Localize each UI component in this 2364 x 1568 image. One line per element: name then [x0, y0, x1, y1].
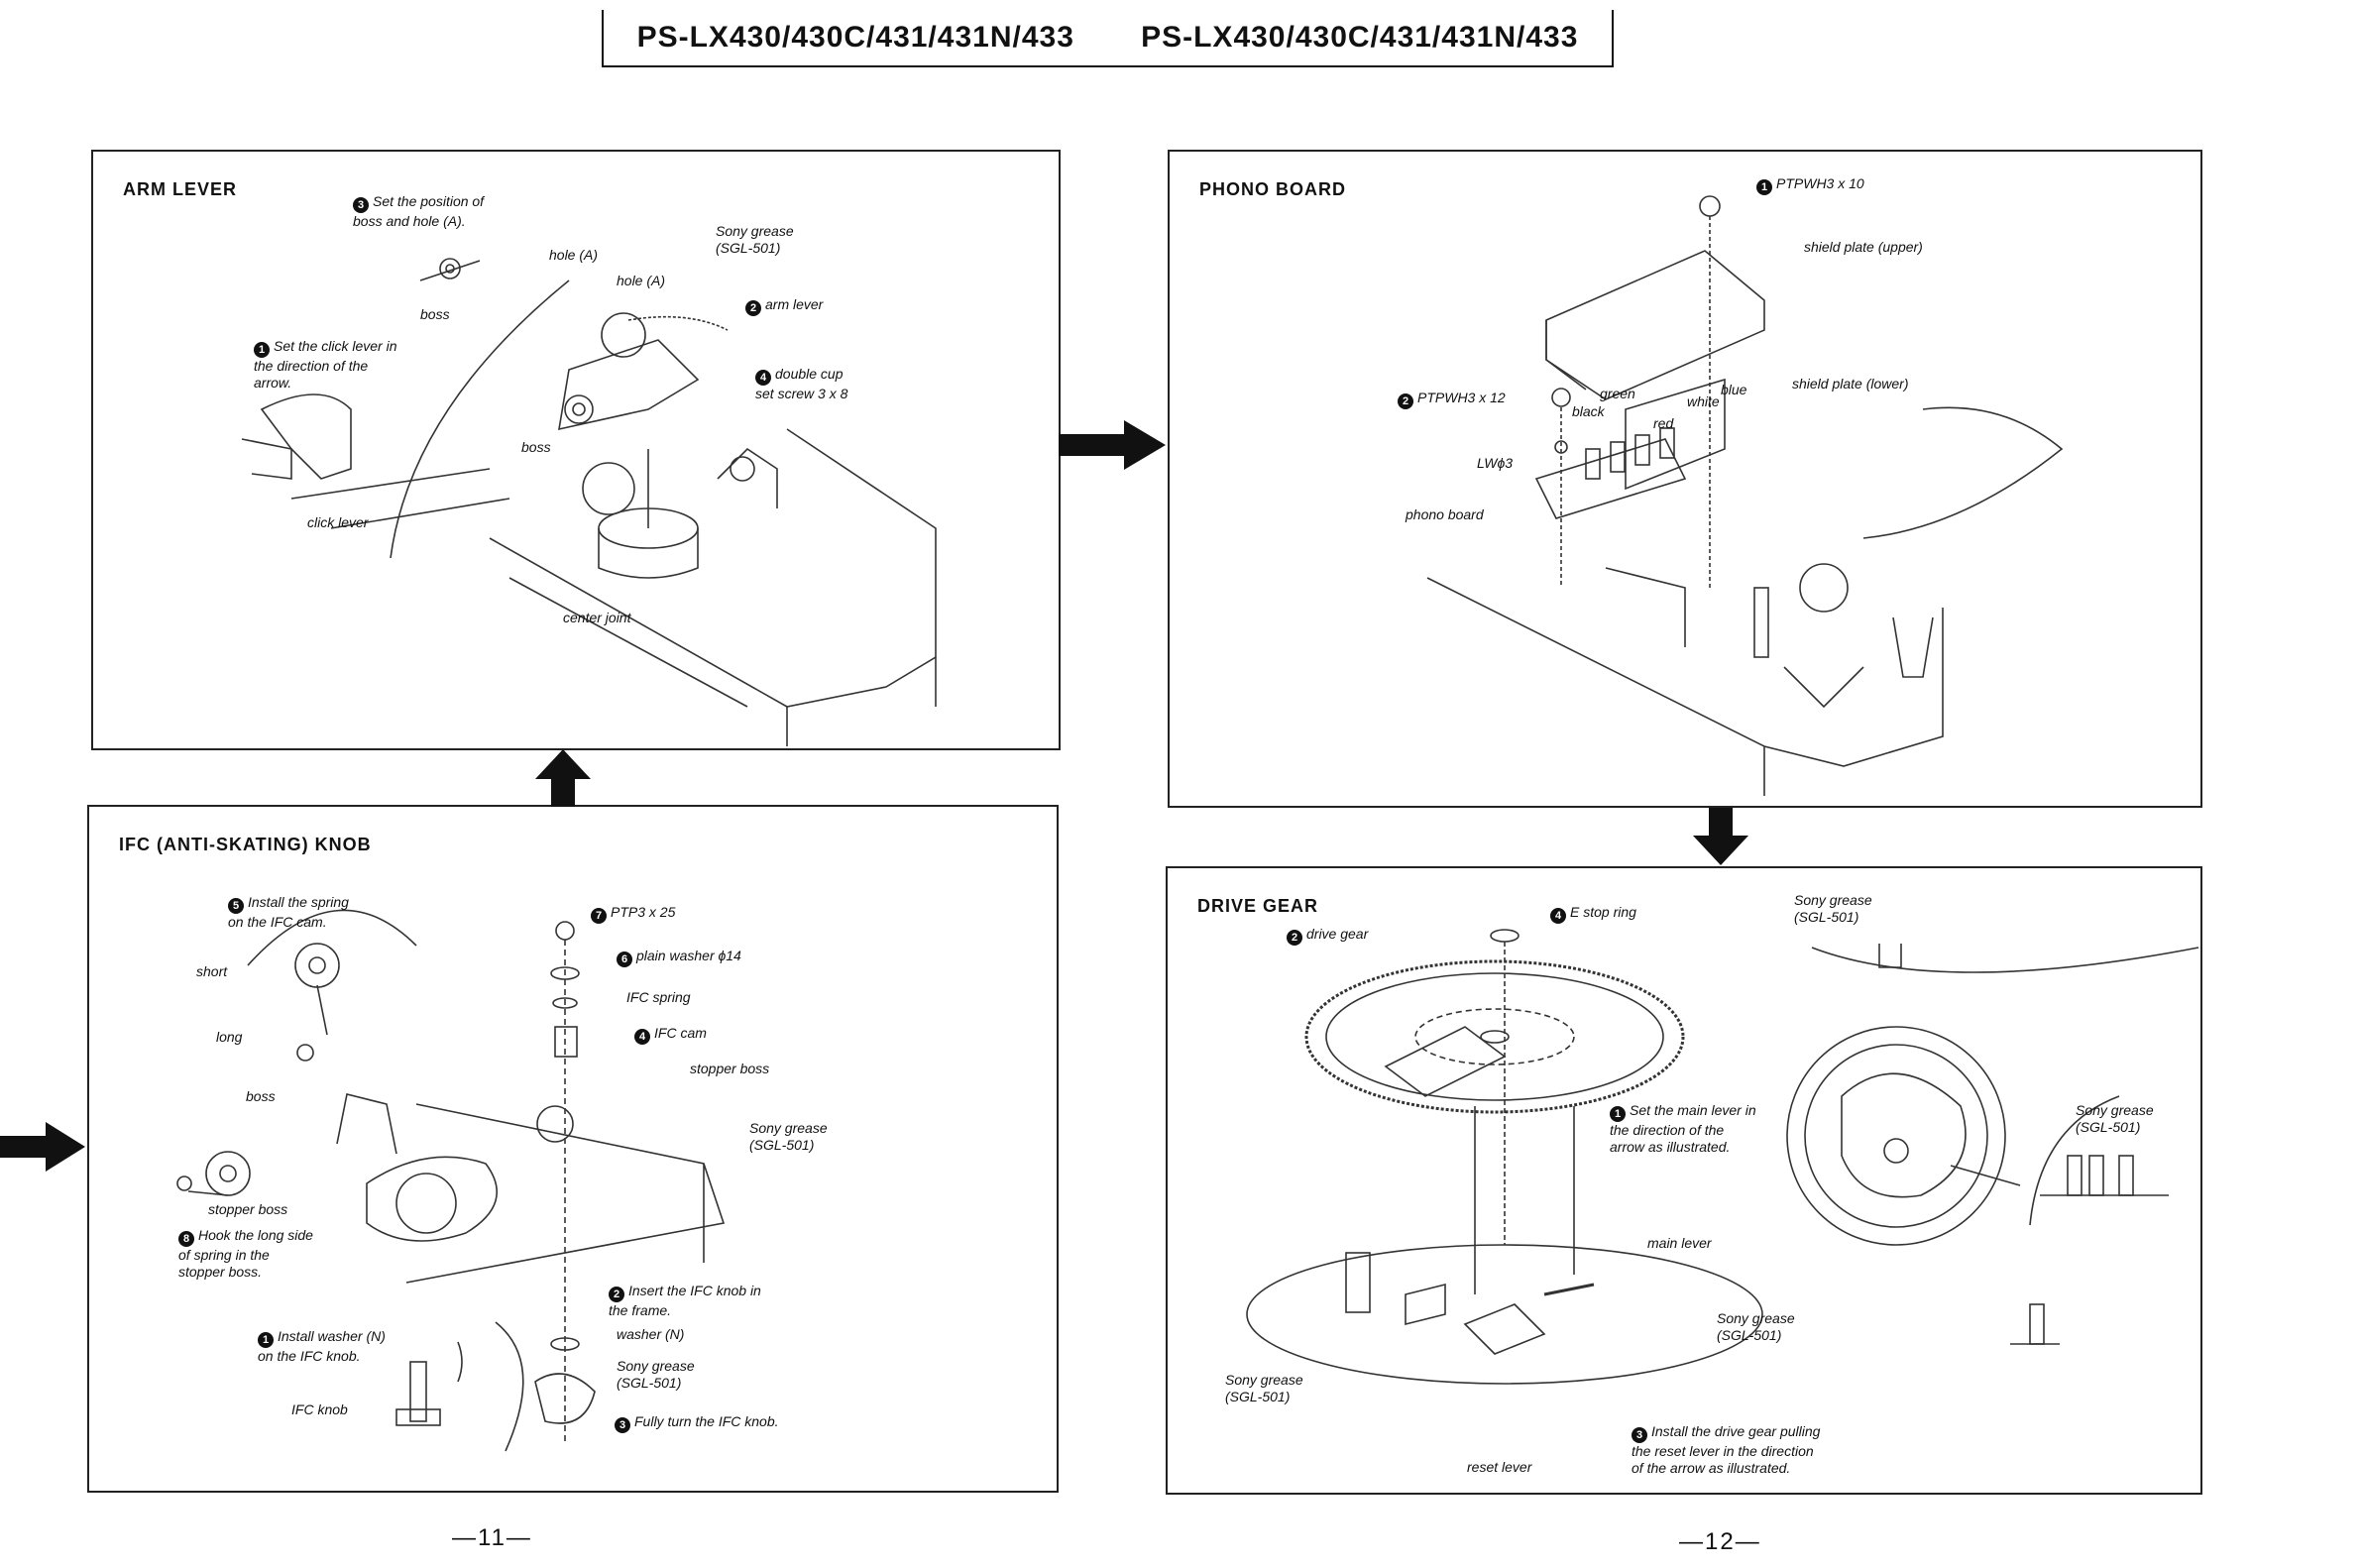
arrow-up-icon [535, 749, 591, 807]
arrow-right-icon [1059, 420, 1166, 470]
ifc-stopper-boss-label-2: stopper boss [208, 1201, 288, 1217]
drive-gear-panel: DRIVE GEAR [1166, 866, 2202, 1495]
arrow-down-icon [1693, 808, 1748, 865]
phono-board-illustration [1426, 195, 2064, 796]
arm-lever-title: ARM LEVER [123, 179, 238, 199]
ifc-knob-label: IFC knob [291, 1401, 348, 1417]
ifc-short-label: short [196, 963, 228, 979]
drive-sony-grease-label-3: Sony grease (SGL-501) [1717, 1310, 1795, 1343]
ifc-knob-panel: IFC (ANTI-SKATING) KNOB [87, 805, 1059, 1493]
drive-sony-grease-label-1: Sony grease (SGL-501) [1794, 892, 1872, 925]
page-number-left: —11— [452, 1524, 532, 1551]
model-title-left: PS-LX430/430C/431/431N/433 [636, 21, 1074, 54]
phono-shield-lower-label: shield plate (lower) [1792, 376, 1909, 392]
phono-board-title: PHONO BOARD [1199, 179, 1347, 199]
ifc-long-label: long [216, 1029, 243, 1045]
page-header: PS-LX430/430C/431/431N/433 PS-LX430/430C… [602, 10, 1614, 67]
drive-gear-title: DRIVE GEAR [1197, 896, 1319, 916]
ifc-washer-n-label: washer (N) [617, 1326, 685, 1342]
ifc-sony-grease-label: Sony grease (SGL-501) [749, 1120, 828, 1153]
ifc-spring-label: IFC spring [626, 989, 691, 1005]
ifc-knob-illustration [176, 909, 726, 1452]
drive-reset-lever-label: reset lever [1467, 1459, 1532, 1475]
wire-black-label: black [1572, 403, 1605, 419]
ifc-knob-title: IFC (ANTI-SKATING) KNOB [119, 835, 372, 854]
phono-board-label: phono board [1406, 506, 1484, 522]
phono-board-panel: PHONO BOARD [1168, 150, 2202, 808]
arm-boss-label-2: boss [521, 439, 551, 455]
arm-boss-label: boss [420, 306, 450, 322]
drive-sony-grease-label-4: Sony grease (SGL-501) [1225, 1372, 1303, 1404]
arm-sony-grease-label: Sony grease (SGL-501) [716, 223, 794, 256]
arm-lever-illustration [241, 258, 937, 746]
phono-lw-label: LWϕ3 [1477, 455, 1514, 471]
drive-gear-illustration [1246, 929, 2199, 1385]
wire-green-label: green [1600, 386, 1635, 401]
arm-hole-a-label: hole (A) [549, 247, 599, 263]
arm-lever-panel: ARM LEVER [91, 150, 1061, 750]
ifc-sony-grease-label-2: Sony grease (SGL-501) [617, 1358, 695, 1391]
wire-white-label: white [1687, 393, 1720, 409]
wire-red-label: red [1653, 415, 1674, 431]
ifc-stopper-boss-label: stopper boss [690, 1061, 770, 1076]
ifc-boss-label: boss [246, 1088, 276, 1104]
drive-main-lever-label: main lever [1647, 1235, 1712, 1251]
arm-click-lever-label: click lever [307, 514, 369, 530]
drive-sony-grease-label-2: Sony grease (SGL-501) [2076, 1102, 2154, 1135]
arm-hole-a-label-2: hole (A) [617, 273, 666, 288]
model-title-right: PS-LX430/430C/431/431N/433 [1141, 21, 1579, 54]
wire-blue-label: blue [1721, 382, 1747, 397]
phono-shield-upper-label: shield plate (upper) [1804, 239, 1923, 255]
page-number-right: —12— [1679, 1528, 1761, 1555]
arrow-right-icon [0, 1122, 85, 1172]
arm-center-joint-label: center joint [563, 610, 631, 625]
